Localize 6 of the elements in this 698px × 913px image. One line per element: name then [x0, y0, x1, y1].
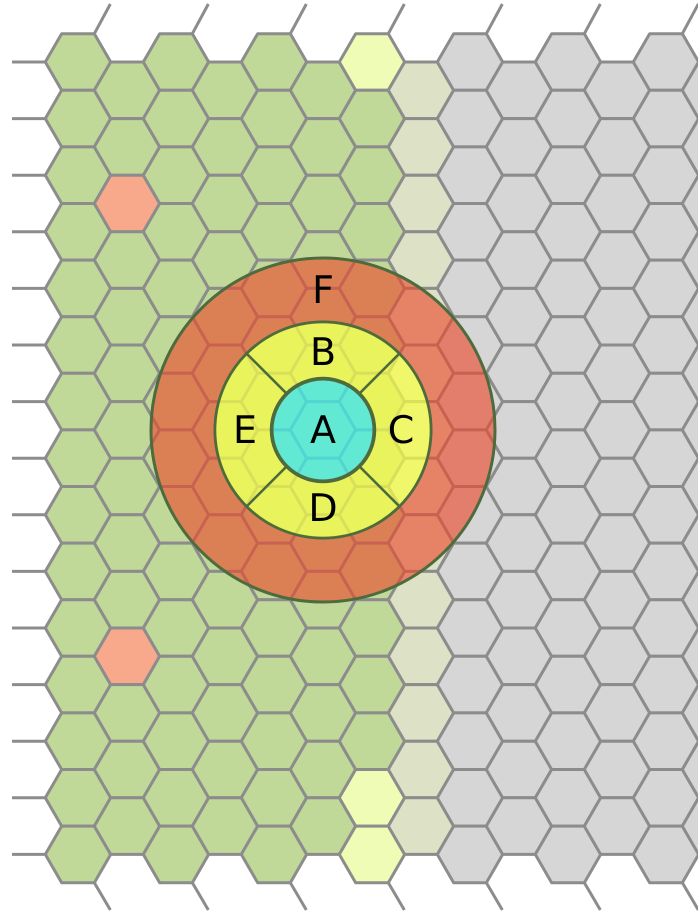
zone-label: B [310, 332, 336, 371]
outer-ring [151, 258, 495, 602]
center-circle [271, 378, 375, 482]
zone-label: D [308, 488, 338, 527]
zone-label: A [310, 410, 336, 449]
zone-label: F [312, 270, 334, 309]
